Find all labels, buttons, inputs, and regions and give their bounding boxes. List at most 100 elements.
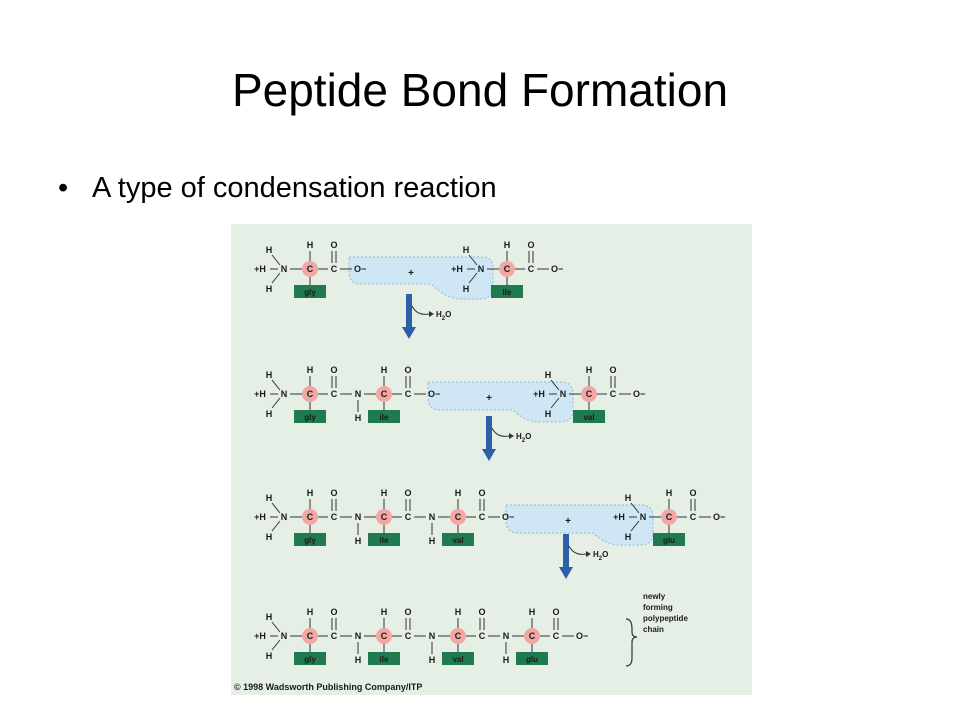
residue-label: ile (380, 536, 389, 545)
water-release-arrowhead (509, 433, 514, 439)
nitrogen-atom: N (429, 512, 436, 522)
bond (630, 520, 640, 532)
nitrogen-atom: N (281, 264, 288, 274)
hydrogen-atom: H (455, 488, 462, 498)
carboxylate-oxygen: O− (713, 512, 725, 522)
nitrogen-atom: N (281, 631, 288, 641)
bond (271, 502, 281, 514)
alpha-carbon-atom: C (307, 512, 314, 522)
hydrogen-atom: H (429, 655, 436, 665)
reaction-arrow-head (482, 449, 496, 461)
oxygen-atom: O (689, 488, 696, 498)
alpha-carbon-highlight (499, 261, 515, 277)
chain-brace (625, 618, 638, 667)
nitrogen-atom: N (355, 631, 362, 641)
nitrogen-atom: N (355, 512, 362, 522)
hydrogen-atom: H (504, 240, 511, 250)
oxygen-atom: O (552, 607, 559, 617)
alpha-carbon-highlight (376, 509, 392, 525)
nitrogen-atom: N (281, 512, 288, 522)
hydrogen-atom: H (666, 488, 673, 498)
alpha-carbon-atom: C (381, 631, 388, 641)
bullet-item: •A type of condensation reaction (58, 168, 497, 208)
residue-label: gly (304, 655, 316, 664)
plus-sign: + (486, 393, 492, 404)
alpha-carbon-highlight (581, 386, 597, 402)
plus-sign: + (565, 516, 571, 527)
residue-label: ile (380, 655, 389, 664)
alpha-carbon-atom: C (586, 389, 593, 399)
residue-box (368, 652, 400, 665)
oxygen-atom: O (404, 607, 411, 617)
carboxylate-oxygen: O− (633, 389, 645, 399)
carbonyl-carbon-atom: C (331, 389, 338, 399)
hydrogen-atom: H (503, 655, 510, 665)
alpha-carbon-highlight (661, 509, 677, 525)
carbonyl-carbon-atom: C (690, 512, 697, 522)
nitrogen-atom: N (478, 264, 485, 274)
alpha-carbon-highlight (524, 628, 540, 644)
hydrogen-atom: H (266, 370, 273, 380)
alpha-carbon-highlight (302, 386, 318, 402)
hydrogen-atom: H (463, 245, 470, 255)
chain-note-line: forming (643, 603, 673, 612)
oxygen-atom: O (330, 607, 337, 617)
hydrogen-atom: H (545, 409, 552, 419)
hydrogen-atom: H (355, 536, 362, 546)
oxygen-atom: O (330, 240, 337, 250)
residue-label: gly (304, 536, 316, 545)
residue-label: gly (304, 413, 316, 422)
nitrogen-atom: N (281, 389, 288, 399)
hydrogen-atom: H (307, 240, 314, 250)
hydrogen-atom: H (429, 536, 436, 546)
amine-hydrogen-plus: +H (533, 389, 545, 399)
bond (630, 502, 640, 514)
amine-hydrogen-plus: +H (451, 264, 463, 274)
water-label: H2O (516, 432, 531, 444)
carbonyl-carbon-atom: C (610, 389, 617, 399)
hydrogen-atom: H (266, 493, 273, 503)
bond (271, 621, 281, 633)
reaction-arrow-head (559, 567, 573, 579)
amine-hydrogen-plus: +H (613, 512, 625, 522)
residue-box (442, 652, 474, 665)
hydrogen-atom: H (266, 284, 273, 294)
oxygen-atom: O (478, 488, 485, 498)
water-release-arrowhead (429, 311, 434, 317)
alpha-carbon-atom: C (666, 512, 673, 522)
carbonyl-carbon-atom: C (479, 512, 486, 522)
carboxylate-oxygen: O− (502, 512, 514, 522)
water-release-arrow (491, 427, 510, 437)
alpha-carbon-atom: C (307, 264, 314, 274)
residue-label: ile (380, 413, 389, 422)
carbonyl-carbon-atom: C (331, 631, 338, 641)
oxygen-atom: O (478, 607, 485, 617)
bond (271, 520, 281, 532)
bond (550, 397, 560, 409)
residue-label: val (583, 413, 594, 422)
bond (271, 639, 281, 651)
residue-label: glu (526, 655, 538, 664)
nitrogen-atom: N (640, 512, 647, 522)
carbonyl-carbon-atom: C (331, 264, 338, 274)
oxygen-atom: O (404, 488, 411, 498)
hydrogen-atom: H (586, 365, 593, 375)
hydrogen-atom: H (266, 409, 273, 419)
residue-label: ile (503, 288, 512, 297)
reaction-arrow-shaft (563, 534, 569, 569)
chain-note-line: newly (643, 592, 666, 601)
carbonyl-carbon-atom: C (405, 631, 412, 641)
nitrogen-atom: N (355, 389, 362, 399)
reaction-zone (427, 381, 574, 423)
oxygen-atom: O (330, 488, 337, 498)
water-release-arrowhead (586, 551, 591, 557)
water-label: H2O (593, 550, 608, 562)
residue-box (294, 410, 326, 423)
water-label: H2O (436, 310, 451, 322)
reaction-zone (505, 504, 654, 546)
bond (271, 254, 281, 266)
reaction-zone (348, 256, 494, 300)
alpha-carbon-highlight (450, 509, 466, 525)
carbonyl-carbon-atom: C (479, 631, 486, 641)
